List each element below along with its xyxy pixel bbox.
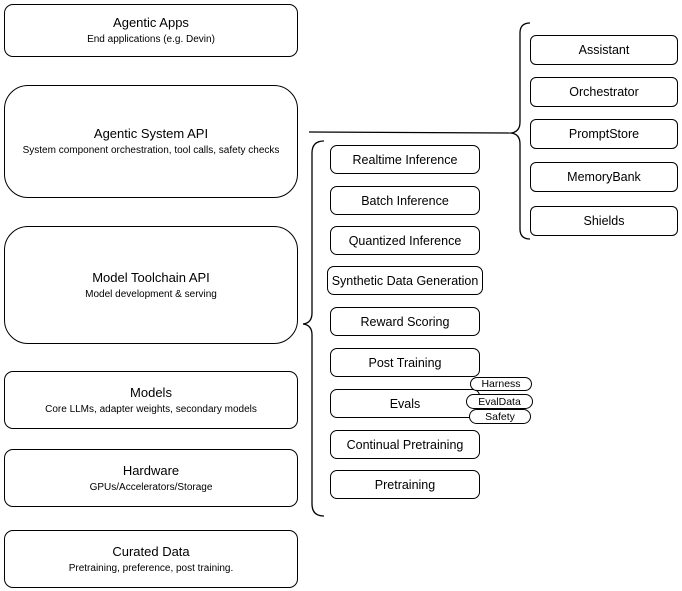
node-title: Curated Data xyxy=(112,543,190,559)
node-title: Agentic System API xyxy=(93,126,209,141)
node-model-toolchain-api: Model Toolchain API Model development & … xyxy=(4,226,298,344)
node-realtime-inference: Realtime Inference xyxy=(330,145,480,174)
node-title: Agentic Apps xyxy=(113,15,189,30)
node-hardware: Hardware GPUs/Accelerators/Storage xyxy=(4,449,298,507)
node-label: Shields xyxy=(583,214,625,228)
node-reward-scoring: Reward Scoring xyxy=(330,307,480,336)
node-label: Reward Scoring xyxy=(360,314,450,329)
node-subtitle: End applications (e.g. Devin) xyxy=(87,34,215,45)
node-models: Models Core LLMs, adapter weights, secon… xyxy=(4,371,298,429)
node-promptstore: PromptStore xyxy=(530,119,678,149)
tag-evaldata: EvalData xyxy=(466,394,533,409)
node-batch-inference: Batch Inference xyxy=(330,186,480,215)
node-label: PromptStore xyxy=(568,127,640,141)
system-components-brace xyxy=(510,22,531,240)
node-subtitle: GPUs/Accelerators/Storage xyxy=(89,481,213,493)
node-subtitle: System component orchestration, tool cal… xyxy=(22,145,280,156)
node-label: MemoryBank xyxy=(567,170,641,184)
node-label: Continual Pretraining xyxy=(346,437,464,452)
tag-label: EvalData xyxy=(478,395,521,408)
node-subtitle: Pretraining, preference, post training. xyxy=(68,562,234,574)
node-subtitle: Core LLMs, adapter weights, secondary mo… xyxy=(45,403,257,415)
node-assistant: Assistant xyxy=(530,35,678,65)
node-curated-data: Curated Data Pretraining, preference, po… xyxy=(4,530,298,588)
node-subtitle: Model development & serving xyxy=(85,288,217,300)
node-continual-pretraining: Continual Pretraining xyxy=(330,430,480,459)
node-label: Assistant xyxy=(578,43,630,57)
api-to-components-connector xyxy=(308,131,512,134)
node-pretraining: Pretraining xyxy=(330,470,480,499)
node-label: Orchestrator xyxy=(569,85,639,99)
tag-harness: Harness xyxy=(470,377,532,391)
node-shields: Shields xyxy=(530,206,678,236)
node-orchestrator: Orchestrator xyxy=(530,77,678,107)
tag-label: Harness xyxy=(481,378,521,390)
node-title: Hardware xyxy=(122,462,180,478)
node-agentic-apps: Agentic Apps End applications (e.g. Devi… xyxy=(4,4,298,57)
node-label: Synthetic Data Generation xyxy=(331,273,479,288)
node-evals: Evals xyxy=(330,389,480,418)
node-memorybank: MemoryBank xyxy=(530,162,678,192)
tag-label: Safety xyxy=(485,410,515,423)
node-label: Realtime Inference xyxy=(352,152,458,167)
tag-safety: Safety xyxy=(469,409,531,424)
node-label: Quantized Inference xyxy=(348,233,462,248)
node-synthetic-data-generation: Synthetic Data Generation xyxy=(327,266,483,295)
toolchain-brace xyxy=(302,140,325,517)
node-label: Evals xyxy=(389,396,421,411)
node-title: Model Toolchain API xyxy=(92,269,210,285)
node-title: Models xyxy=(130,384,172,400)
node-quantized-inference: Quantized Inference xyxy=(330,226,480,255)
node-post-training: Post Training xyxy=(330,348,480,377)
node-agentic-system-api: Agentic System API System component orch… xyxy=(4,85,298,198)
node-label: Post Training xyxy=(368,355,442,370)
node-label: Batch Inference xyxy=(361,193,449,208)
node-label: Pretraining xyxy=(374,477,436,492)
